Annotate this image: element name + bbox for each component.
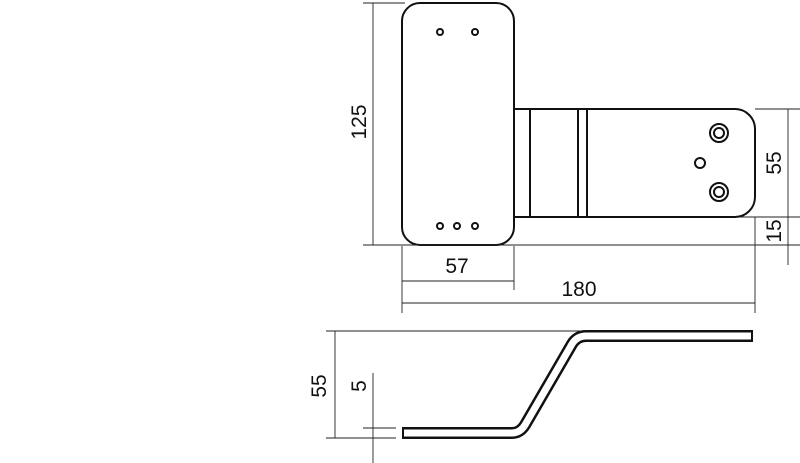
hole: [436, 222, 444, 230]
dim-57: 57: [445, 255, 468, 278]
countersunk-hole-inner: [713, 186, 725, 198]
arm-holes: [694, 123, 729, 202]
side-view: [402, 330, 753, 439]
dim-15: 15: [763, 219, 786, 242]
mounting-plate: [401, 2, 515, 246]
hole: [436, 28, 444, 36]
side-view-dimensions: 55 5: [308, 330, 580, 463]
countersunk-hole-inner: [713, 127, 725, 139]
dim-side-55: 55: [308, 374, 331, 397]
bracket-profile: [402, 330, 753, 439]
plate-holes: [436, 28, 479, 230]
dim-55: 55: [763, 151, 786, 174]
dim-125: 125: [348, 104, 371, 139]
dim-5: 5: [348, 380, 371, 392]
hole: [694, 157, 706, 169]
hole: [453, 222, 461, 230]
top-view: [401, 2, 756, 246]
countersunk-hole: [709, 182, 729, 202]
top-view-dimensions: 125 57 180 55 15: [348, 2, 800, 313]
hole: [471, 28, 479, 36]
countersunk-hole: [709, 123, 729, 143]
dim-180: 180: [561, 278, 596, 301]
arm: [514, 108, 756, 218]
hole: [471, 222, 479, 230]
